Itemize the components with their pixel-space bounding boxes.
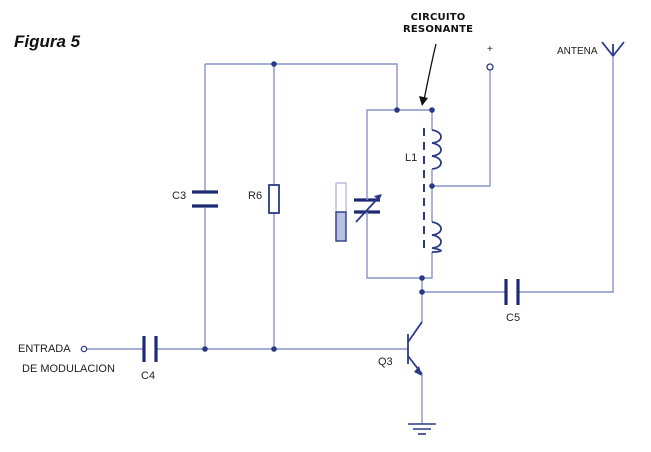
junction-dots: [202, 61, 435, 352]
inductor-l1-lower: [431, 221, 442, 253]
inductor-l1-upper: [431, 129, 442, 170]
c3-label: C3: [172, 190, 187, 202]
transistor-q3: [407, 321, 423, 376]
c5-wire: [422, 56, 614, 293]
antena-label: ANTENA: [557, 46, 598, 57]
capacitor-c3: [192, 190, 218, 208]
circuito-line2: RESONANTE: [403, 24, 474, 35]
capacitor-c4: [142, 336, 158, 362]
c4-label: C4: [141, 370, 156, 382]
figure-title: Figura 5: [14, 32, 81, 51]
resistor-r6: [268, 184, 280, 214]
input-terminal: [80, 345, 88, 353]
de-modulacion-label: DE MODULACION: [22, 363, 115, 375]
tank-frame-wire: [366, 109, 433, 279]
c5-label: C5: [506, 312, 521, 324]
variable-capacitor: [354, 194, 382, 223]
q3-label: Q3: [378, 356, 393, 368]
plus-terminal: [486, 63, 494, 71]
capacitor-c5: [504, 279, 520, 305]
circuito-line1: CIRCUITO: [410, 12, 466, 23]
annotation-arrowhead: [419, 96, 428, 106]
r6-label: R6: [248, 190, 263, 202]
tap-wire: [432, 70, 491, 187]
trimmer-slider: [335, 182, 347, 242]
ground-icon: [408, 423, 436, 435]
annotation-arrow: [423, 43, 437, 101]
plus-label: +: [487, 44, 493, 55]
entrada-label: ENTRADA: [18, 343, 71, 355]
l1-label: L1: [405, 152, 418, 164]
antenna-icon: [601, 41, 625, 57]
circuito-resonante-label: CIRCUITO RESONANTE: [403, 12, 473, 36]
top-wire: [205, 63, 398, 110]
